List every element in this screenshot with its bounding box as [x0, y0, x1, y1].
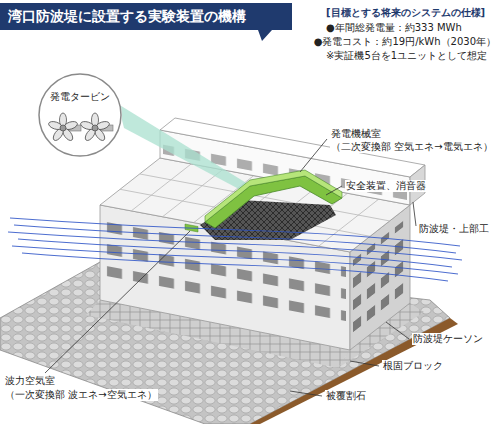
spec-note: ※実証機5台を1ユニットとして想定: [325, 50, 488, 62]
machine-duct-top: [205, 170, 342, 222]
circle-outline: [38, 73, 122, 157]
part-label: 防波堤ケーソン: [412, 333, 484, 345]
title-banner: [0, 3, 292, 41]
wave-line: [14, 225, 456, 253]
turbine-hub: [92, 125, 98, 131]
title-text: 湾口防波堤に設置する実験装置の機構: [8, 8, 246, 26]
turbine-callout-circle: 発電タービン: [38, 73, 122, 157]
part-subtitle: （一次変換部 波エネ→空気エネ）: [4, 389, 158, 401]
wave-line: [10, 218, 460, 246]
wave-lines: [8, 218, 462, 281]
wave-line: [22, 253, 448, 281]
part-label: 被覆割石: [325, 390, 367, 402]
spec-item: ●年間総発電量：約333 MWh: [325, 22, 463, 34]
part-subtitle: （二次変換部 空気エネ→電気エネ）: [330, 141, 494, 153]
callout-beam: [118, 104, 252, 196]
part-label: 発電機械室: [330, 128, 382, 140]
leader-lines: [45, 139, 416, 396]
turbine-rotor: [48, 113, 79, 142]
spec-item: ●発電コスト：約19円/kWh（2030年）: [313, 36, 497, 48]
spec-heading: [目標とする将来のシステムの仕様]: [325, 7, 486, 19]
wave-line: [18, 239, 452, 267]
callout-title: 発電タービン: [38, 91, 122, 103]
leader-line: [290, 391, 322, 396]
turbine-hub: [60, 125, 66, 131]
turbine-rotor: [80, 113, 111, 142]
wave-line: [12, 246, 458, 274]
leader-line: [326, 186, 342, 195]
part-label: 防波堤・上部工: [418, 223, 490, 235]
leader-line: [413, 202, 416, 226]
wave-line: [8, 232, 462, 260]
part-label: 根固ブロック: [382, 360, 444, 372]
callout-circle-fill: [38, 73, 122, 157]
leader-line: [45, 231, 190, 373]
circle-outline-shape: [39, 74, 121, 156]
part-label: 波力空気室: [4, 375, 56, 387]
leader-line: [300, 139, 327, 172]
part-label: 安全装置、消音器: [345, 180, 427, 192]
leader-line: [350, 361, 379, 366]
leader-line: [386, 322, 409, 339]
